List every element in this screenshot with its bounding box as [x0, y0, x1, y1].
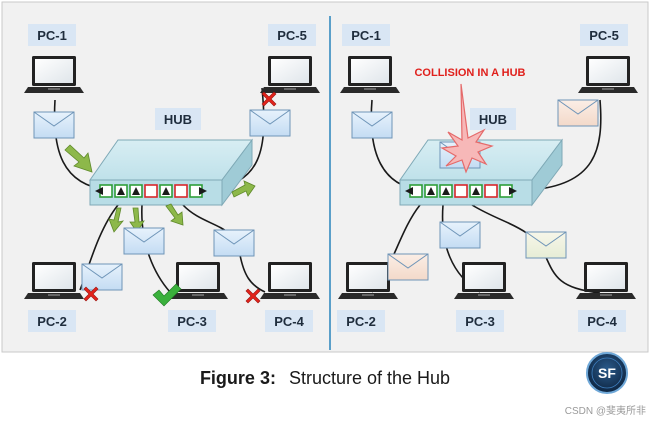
- arrow-out-pc5: [231, 180, 256, 198]
- cross-icon: [83, 286, 99, 302]
- laptop-icon: [454, 262, 514, 299]
- figure-number: Figure 3:: [200, 368, 276, 388]
- envelope-icon: [387, 253, 429, 281]
- laptop-icon: [168, 262, 228, 299]
- hub-label: HUB: [164, 112, 192, 127]
- left-pc4-label: PC-4: [265, 310, 313, 332]
- logo-text: SF: [598, 365, 616, 381]
- arrow-in-pc1: [64, 144, 93, 173]
- cable-pc3: [141, 204, 171, 293]
- arrow-out-pc2: [108, 207, 125, 233]
- left-status-marks: [83, 91, 277, 307]
- port-4: [144, 184, 158, 198]
- watermark: CSDN @斐夷所非: [565, 404, 646, 417]
- collision-label: COLLISION IN A HUB: [414, 67, 525, 79]
- right-pc3-label: PC-3: [456, 310, 504, 332]
- left-flow-arrows: [64, 144, 256, 233]
- pc-label: PC-3: [177, 314, 207, 329]
- laptop-icon: [24, 56, 84, 93]
- laptop-icon: [578, 56, 638, 93]
- left-pc3-label: PC-3: [168, 310, 216, 332]
- hub-ports: [405, 184, 517, 198]
- right-pc2-label: PC-2: [337, 310, 385, 332]
- envelope-icon: [439, 221, 481, 249]
- envelope-icon: [81, 263, 123, 291]
- pc-label: PC-3: [465, 314, 495, 329]
- envelope-icon: [351, 111, 393, 139]
- left-panel-normal-operation: PC-1 PC-5 PC-2 PC-3 PC-4 HUB: [24, 24, 320, 332]
- laptop-icon: [338, 262, 398, 299]
- laptop-icon: [260, 56, 320, 93]
- laptop-icon: [24, 262, 84, 299]
- left-pc2-label: PC-2: [28, 310, 76, 332]
- logo: SF: [586, 352, 628, 394]
- hub-label: HUB: [479, 112, 507, 127]
- figure-title: Structure of the Hub: [289, 368, 450, 388]
- envelope-icon: [525, 231, 567, 259]
- left-hub: [89, 138, 253, 207]
- pc-label: PC-2: [37, 314, 67, 329]
- pc-label: PC-1: [351, 28, 381, 43]
- right-pc1-label: PC-1: [342, 24, 390, 46]
- right-hub-label: HUB: [470, 108, 516, 130]
- left-hub-label: HUB: [155, 108, 201, 130]
- right-pc5-label: PC-5: [580, 24, 628, 46]
- port-6: [174, 184, 188, 198]
- envelope-icon: [33, 111, 75, 139]
- pc-label: PC-5: [277, 28, 307, 43]
- laptop-icon: [340, 56, 400, 93]
- right-pc4-label: PC-4: [578, 310, 626, 332]
- laptop-icon: [260, 262, 320, 299]
- left-pc1-label: PC-1: [28, 24, 76, 46]
- right-panel-collision: PC-1 PC-5 PC-2 PC-3 PC-4 HUB COLLISION I…: [337, 24, 638, 332]
- laptop-icon: [576, 262, 636, 299]
- arrow-out-pc4: [165, 203, 184, 226]
- port-6: [484, 184, 498, 198]
- port-4: [454, 184, 468, 198]
- pc-label: PC-5: [589, 28, 619, 43]
- checkmark-icon: [152, 283, 182, 307]
- pc-label: PC-4: [274, 314, 304, 329]
- envelope-icon: [557, 99, 599, 127]
- cross-icon: [245, 288, 261, 304]
- pc-label: PC-1: [37, 28, 67, 43]
- pc-label: PC-4: [587, 314, 617, 329]
- envelope-icon: [123, 227, 165, 255]
- arrow-out-pc3: [129, 207, 145, 233]
- left-pc5-label: PC-5: [268, 24, 316, 46]
- pc-label: PC-2: [346, 314, 376, 329]
- hub-ports: [95, 184, 207, 198]
- figure-caption: Figure 3: Structure of the Hub: [200, 368, 450, 388]
- cross-icon: [261, 91, 277, 107]
- envelope-icon: [249, 109, 291, 137]
- cable-pc5: [529, 99, 602, 191]
- envelope-icon: [213, 229, 255, 257]
- collision-burst-icon: [440, 83, 494, 174]
